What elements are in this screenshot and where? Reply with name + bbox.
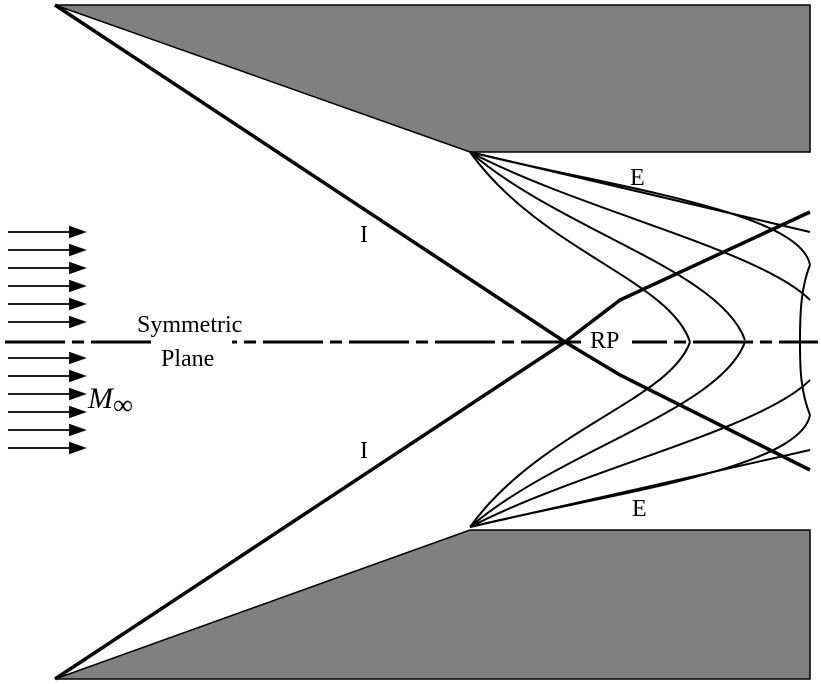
expansion-ray <box>469 151 691 343</box>
flow-arrow-icon <box>8 261 87 275</box>
expansion-ray <box>469 414 811 528</box>
plane-label-bg <box>156 340 232 370</box>
flow-arrow-icon <box>8 315 87 329</box>
expansion-ray <box>469 151 811 301</box>
reflected-shock-upper <box>563 210 811 344</box>
incident-shock-upper <box>54 3 566 344</box>
label-mach-number: M∞ <box>87 382 133 421</box>
label-expansion-bottom: E <box>632 496 647 522</box>
flow-arrow-icon <box>8 297 87 311</box>
label-symmetric: Symmetric <box>137 312 242 338</box>
reflected-shock-lower <box>564 340 811 472</box>
expansion-curves-right <box>799 264 811 416</box>
label-incident-top: I <box>360 222 368 248</box>
expansion-ray <box>469 341 746 528</box>
label-reflection-point: RP <box>590 328 619 354</box>
flow-arrow-icon <box>8 351 87 365</box>
expansion-ray <box>469 341 691 528</box>
expansion-ray <box>469 151 746 341</box>
expansion-curve <box>799 264 811 343</box>
expansion-fan-lower <box>469 341 811 528</box>
incident-shock-lower <box>54 340 566 681</box>
label-incident-bottom: I <box>360 438 368 464</box>
flow-arrow-icon <box>8 369 87 383</box>
upper-wedge-wall <box>54 4 811 153</box>
flow-arrow-icon <box>8 279 87 293</box>
mach-symbol: M <box>87 382 115 415</box>
expansion-fan-upper <box>469 151 811 343</box>
label-plane: Plane <box>161 346 214 372</box>
flow-arrow-icon <box>8 243 87 257</box>
mach-subscript: ∞ <box>113 390 133 421</box>
flow-arrow-icon <box>8 225 87 239</box>
expansion-ray <box>469 379 811 528</box>
expansion-curve <box>799 341 811 416</box>
label-expansion-top: E <box>630 165 645 191</box>
rp-label-bg <box>588 326 632 354</box>
flow-arrow-icon <box>8 387 87 401</box>
flow-arrow-icon <box>8 423 87 437</box>
flow-arrow-icon <box>8 441 87 455</box>
lower-wedge-wall <box>54 529 811 680</box>
freestream-arrows <box>8 225 87 455</box>
flow-arrow-icon <box>8 405 87 419</box>
expansion-ray <box>469 151 811 266</box>
